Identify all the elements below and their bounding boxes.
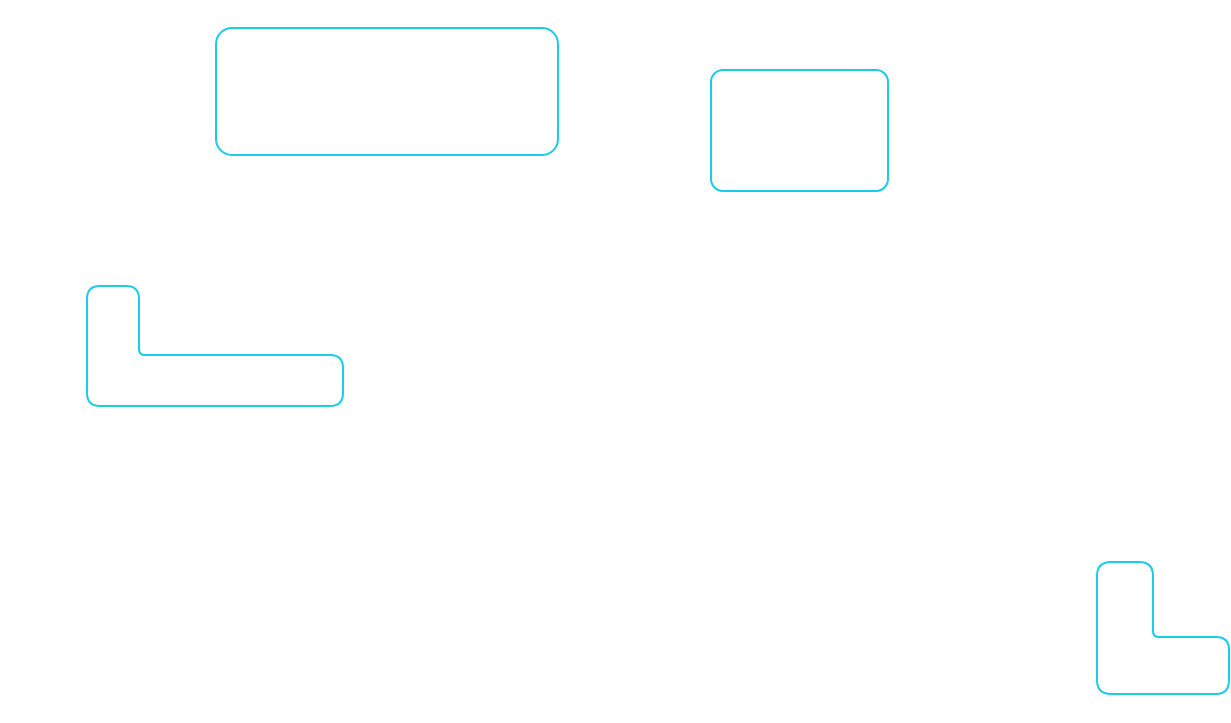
rectangle-outline-wide[interactable] [215, 27, 559, 156]
l-shape-outline-bottom-right[interactable] [1096, 561, 1230, 695]
l-shape-outline-left[interactable] [86, 285, 344, 407]
rectangle-outline-small[interactable] [710, 69, 889, 192]
